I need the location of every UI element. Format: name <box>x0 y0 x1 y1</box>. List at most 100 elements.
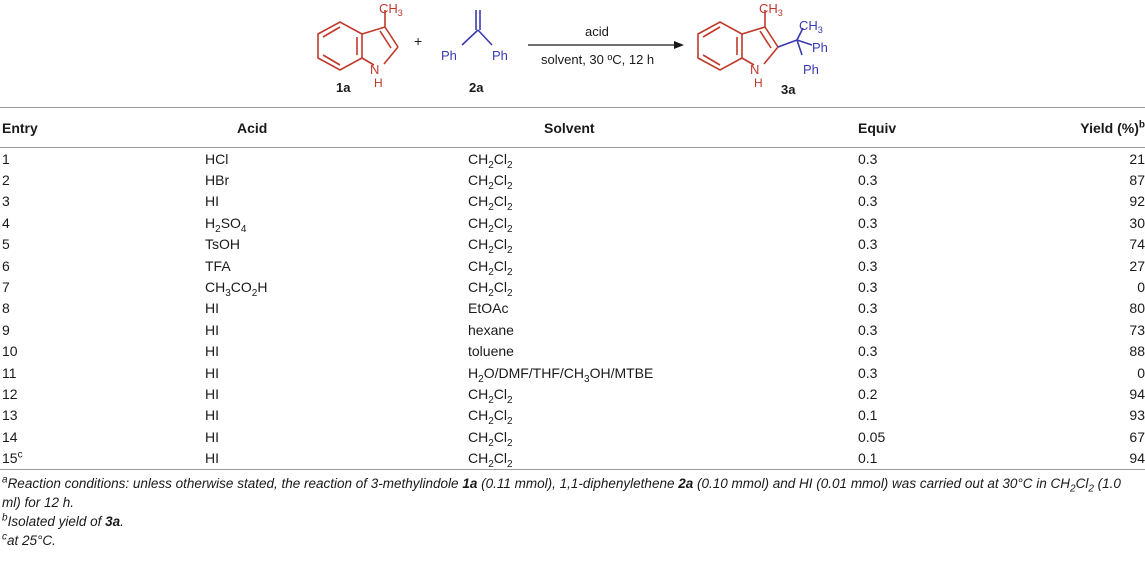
cell-equiv: 0.1 <box>858 450 878 467</box>
cell-solvent: CH2Cl2 <box>468 214 513 235</box>
table-header-row: Entry Acid Solvent Equiv Yield (%)b <box>0 109 1145 148</box>
cell-yield: 67 <box>1129 428 1145 445</box>
cell-entry: 3 <box>2 193 10 210</box>
cell-acid: HI <box>205 385 219 402</box>
cell-yield: 88 <box>1129 343 1145 360</box>
cell-equiv: 0.3 <box>858 236 878 253</box>
cell-solvent: CH2Cl2 <box>468 428 513 449</box>
footnotes: aReaction conditions: unless otherwise s… <box>2 474 1142 550</box>
cell-entry: 14 <box>2 428 18 445</box>
table-row: 9 HI hexane 0.3 73 <box>0 319 1145 340</box>
cell-solvent: CH2Cl2 <box>468 172 513 192</box>
cell-equiv: 0.3 <box>858 214 878 231</box>
cell-solvent: toluene <box>468 343 514 360</box>
cell-entry: 12 <box>2 385 18 402</box>
cell-yield: 94 <box>1129 450 1145 467</box>
cell-solvent: CH2Cl2 <box>468 193 513 214</box>
cell-yield: 0 <box>1137 279 1145 296</box>
cell-solvent: CH2Cl2 <box>468 236 513 257</box>
reactant-diphenylethene <box>461 10 493 46</box>
cell-entry: 15c <box>2 449 23 467</box>
reactant1-methyl-label: CH3 <box>379 1 403 18</box>
cell-solvent: EtOAc <box>468 300 509 317</box>
table-row: 14 HI CH2Cl2 0.05 67 <box>0 426 1145 449</box>
cell-acid: H2SO4 <box>205 214 247 235</box>
product-h-label: H <box>754 76 763 90</box>
cell-entry: 4 <box>2 214 10 231</box>
cell-yield: 80 <box>1129 300 1145 317</box>
cell-solvent: CH2Cl2 <box>468 385 513 406</box>
cell-equiv: 0.3 <box>858 300 878 317</box>
header-acid: Acid <box>237 120 268 136</box>
reagent-label: acid <box>585 24 609 39</box>
cell-equiv: 0.3 <box>858 321 878 338</box>
cell-yield: 92 <box>1129 193 1145 210</box>
reactant-3-methylindole <box>317 10 399 71</box>
cell-equiv: 0.3 <box>858 279 878 296</box>
reaction-arrow <box>528 41 684 49</box>
cell-acid: HI <box>205 321 219 338</box>
cell-acid: TsOH <box>205 236 240 253</box>
table-row: 12 HI CH2Cl2 0.2 94 <box>0 383 1145 406</box>
cell-equiv: 0.3 <box>858 257 878 274</box>
cell-yield: 73 <box>1129 321 1145 338</box>
product-ch3-label: CH3 <box>799 18 823 35</box>
cell-yield: 94 <box>1129 385 1145 402</box>
cell-solvent: hexane <box>468 321 514 338</box>
cell-acid: HI <box>205 343 219 360</box>
cell-yield: 93 <box>1129 407 1145 424</box>
cell-yield: 0 <box>1137 364 1145 381</box>
plus-sign: + <box>414 33 422 49</box>
cell-equiv: 0.1 <box>858 407 878 424</box>
cell-entry: 10 <box>2 343 18 360</box>
cell-equiv: 0.3 <box>858 193 878 210</box>
reaction-scheme: CH3 N H 1a + Ph Ph 2a acid solvent, 30 º… <box>317 1 828 97</box>
header-yield: Yield (%)b <box>1080 119 1145 136</box>
cell-equiv: 0.3 <box>858 172 878 189</box>
cell-solvent: CH2Cl2 <box>468 450 513 470</box>
cell-solvent: CH2Cl2 <box>468 257 513 278</box>
cell-acid: HI <box>205 450 219 467</box>
table-row: 5 TsOH CH2Cl2 0.3 74 <box>0 234 1145 255</box>
cell-entry: 5 <box>2 236 10 253</box>
product-methyl-label: CH3 <box>759 1 783 18</box>
cell-equiv: 0.3 <box>858 364 878 381</box>
cell-entry: 9 <box>2 321 10 338</box>
reactant2-ph-right: Ph <box>492 48 508 63</box>
cell-solvent: CH2Cl2 <box>468 407 513 428</box>
cell-entry: 11 <box>2 364 17 381</box>
product-nh-label: N <box>750 62 759 77</box>
cell-acid: HCl <box>205 150 229 167</box>
cell-solvent: CH2Cl2 <box>468 279 513 299</box>
cell-entry: 1 <box>2 150 10 167</box>
cell-yield: 27 <box>1129 257 1145 274</box>
cell-yield: 87 <box>1129 172 1145 189</box>
table-row: 15c HI CH2Cl2 0.1 94 <box>0 447 1145 469</box>
cell-equiv: 0.2 <box>858 385 878 402</box>
cell-equiv: 0.05 <box>858 428 886 445</box>
product-ph-bottom: Ph <box>803 62 819 77</box>
header-equiv: Equiv <box>858 120 897 136</box>
cell-yield: 74 <box>1129 236 1145 253</box>
cell-equiv: 0.3 <box>858 150 878 167</box>
cell-acid: HI <box>205 407 219 424</box>
cell-yield: 30 <box>1129 214 1145 231</box>
footnote-a: aReaction conditions: unless otherwise s… <box>2 474 1121 510</box>
product-compound-label: 3a <box>781 82 796 97</box>
footnote-c: cat 25°C. <box>2 531 56 548</box>
reactant2-ph-left: Ph <box>441 48 457 63</box>
results-table: Entry Acid Solvent Equiv Yield (%)b 1 HCl… <box>0 109 1145 470</box>
cell-acid: TFA <box>205 257 231 274</box>
cell-acid: HI <box>205 428 219 445</box>
table-top-rule <box>0 107 1145 108</box>
